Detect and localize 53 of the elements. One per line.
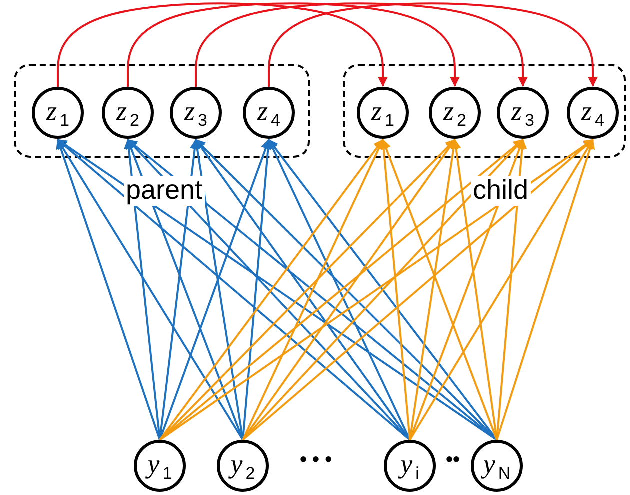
arrow — [124, 139, 161, 440]
arrow — [242, 139, 384, 440]
variable-label: z$_{1}$ — [46, 98, 70, 128]
arrow — [409, 139, 594, 441]
arrow — [127, 2, 460, 87]
variable-node — [134, 440, 186, 492]
variable-node — [384, 440, 436, 492]
variable-label: z$_{1}$ — [372, 98, 394, 128]
variable-label: y$_{1}$ — [148, 450, 172, 482]
arrow — [57, 2, 388, 87]
arrow — [409, 139, 459, 440]
arrow — [57, 139, 411, 441]
arrow — [496, 139, 528, 440]
variable-label: z$_{4}$ — [582, 98, 604, 128]
variable-label: y$_{i}$ — [400, 450, 420, 482]
arrow — [378, 139, 411, 440]
variable-label: z$_{2}$ — [116, 98, 140, 128]
variable-label: y$_{2}$ — [230, 450, 256, 482]
variable-node — [217, 440, 269, 492]
ellipsis: • • • — [300, 449, 332, 472]
variable-label: z$_{3}$ — [512, 98, 534, 128]
arrow — [159, 139, 384, 441]
arrow — [126, 139, 244, 440]
arrow — [127, 139, 411, 441]
variable-node — [429, 87, 481, 139]
arrow — [242, 139, 594, 441]
arrow — [57, 139, 244, 441]
group-label: child — [471, 176, 531, 206]
variable-node — [243, 87, 295, 139]
arrow — [268, 2, 598, 87]
arrow — [496, 139, 596, 440]
variable-node — [497, 87, 549, 139]
variable-label: z$_{4}$ — [258, 98, 280, 128]
variable-node — [357, 87, 409, 139]
variable-node — [170, 87, 222, 139]
arrow — [382, 139, 498, 440]
arrow — [56, 139, 161, 440]
arrow — [451, 139, 498, 440]
ellipsis: •• — [446, 449, 460, 472]
arrow — [242, 139, 456, 441]
variable-label: z$_{2}$ — [444, 98, 466, 128]
group-label: parent — [124, 176, 205, 206]
variable-label: y$_{N}$ — [483, 450, 511, 482]
variable-node — [567, 87, 619, 139]
arrow — [192, 139, 244, 440]
arrow — [159, 139, 456, 441]
arrow — [242, 139, 524, 441]
arrow — [409, 139, 524, 440]
variable-node — [471, 440, 523, 492]
variable-node — [102, 87, 154, 139]
arrow — [195, 2, 528, 87]
variable-label: z$_{3}$ — [184, 98, 208, 128]
variable-node — [32, 87, 84, 139]
